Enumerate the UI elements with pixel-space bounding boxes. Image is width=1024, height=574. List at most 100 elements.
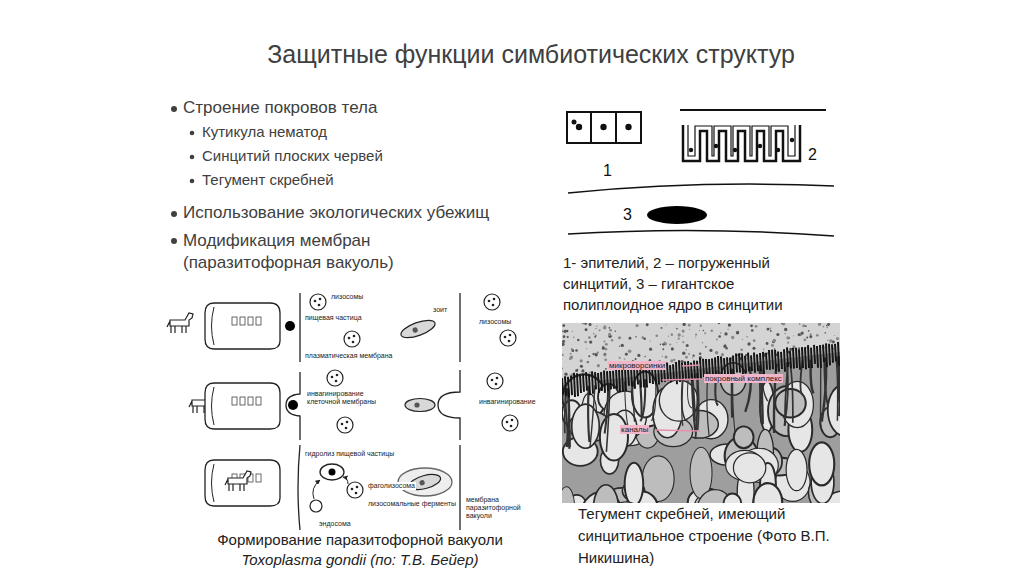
photo-microvillus [700, 358, 701, 379]
part-label: инвагинирование [478, 398, 537, 406]
bullet [190, 179, 195, 184]
tegument-scheme [567, 110, 834, 236]
photo-grain [752, 347, 755, 350]
photo-microvillus [760, 353, 761, 371]
photo-grain [723, 345, 726, 348]
photo-microvillus [583, 374, 584, 392]
lysosome-granule [510, 425, 513, 428]
photo-grain [740, 349, 741, 350]
photo-microvillus [754, 352, 755, 372]
lysosome-granule [336, 374, 339, 377]
syncytium-nucleus [758, 144, 762, 148]
photo-microvillus [592, 371, 593, 393]
photo-grain [785, 333, 786, 334]
photo-grain [582, 323, 585, 324]
box-mark [240, 397, 245, 405]
photo-grain [585, 328, 588, 331]
lysosome [484, 294, 500, 310]
photo-microvillus [676, 362, 677, 384]
photo-cell [600, 414, 628, 461]
lysosome-granule [492, 304, 495, 307]
photo-microvillus [814, 345, 815, 364]
photo-grain [584, 323, 587, 325]
photo-grain [818, 323, 821, 326]
bullet [190, 131, 195, 136]
membrane-line [459, 293, 460, 362]
photo-grain [703, 330, 705, 332]
horse-icon [167, 313, 193, 333]
photo-grain [718, 335, 721, 338]
photo-grain [676, 328, 678, 330]
photo-grain [755, 325, 758, 328]
photo-grain [625, 353, 628, 356]
photo-grain [594, 336, 596, 338]
photo-grain [569, 374, 570, 375]
photo-grain [692, 357, 693, 358]
part-label: фаголизосома [367, 482, 416, 490]
photo-grain [597, 364, 600, 367]
photo-microvillus [751, 355, 752, 371]
photo-grain [742, 339, 743, 340]
photo-grain [665, 356, 668, 359]
photo-grain [673, 359, 675, 361]
lysosome-granule [345, 427, 348, 430]
cell-nucleus [572, 120, 577, 125]
photo-microvillus [667, 363, 668, 381]
photo-cell [625, 463, 644, 503]
photo-label: каналы [620, 425, 649, 434]
photo-grain [724, 332, 727, 335]
photo-microvillus [796, 348, 797, 368]
photo-microvillus [580, 374, 581, 393]
photo-microvillus [562, 378, 563, 394]
photo-microvillus [838, 342, 839, 366]
photo-grain [564, 372, 567, 375]
lysosome-granule [331, 376, 334, 379]
photo-grain [682, 329, 685, 332]
bullet [171, 238, 177, 244]
box-mark [256, 474, 261, 482]
photo-grain [636, 324, 639, 327]
lysosome-granule [348, 337, 351, 340]
endosome [310, 500, 322, 512]
lysosome-granule [495, 383, 498, 386]
photo-microvillus [604, 370, 605, 392]
photo-microvillus [745, 356, 746, 373]
photo-grain [619, 357, 621, 359]
photo-grain [562, 324, 565, 327]
photo-microvillus [628, 369, 629, 386]
part-label: инвагинирование клеточной мембраны [306, 390, 388, 406]
photo-grain [688, 324, 691, 327]
photo-grain [809, 335, 812, 338]
photo-grain [781, 323, 782, 324]
photo-grain [784, 328, 787, 331]
photo-microvillus [727, 357, 728, 374]
photo-grain [570, 353, 572, 355]
part-label: зоит [432, 306, 448, 314]
photo-grain [827, 323, 830, 326]
photo-grain [603, 340, 605, 342]
photo-microvillus [799, 349, 800, 370]
photo-grain [649, 348, 652, 351]
slide-title: Защитные функции симбиотических структур [131, 40, 931, 69]
photo-grain [592, 353, 594, 355]
lysosome-granule [504, 336, 507, 339]
lysosome-granule [346, 421, 349, 424]
photo-grain [824, 332, 826, 334]
leader-line [662, 379, 702, 380]
photo-cell [572, 404, 600, 448]
photo-grain [661, 327, 663, 329]
photo-grain [595, 328, 596, 329]
photo-microvillus [826, 343, 827, 367]
photo-grain [720, 332, 722, 334]
photo-grain [782, 323, 786, 326]
lysosome [487, 373, 503, 389]
photo-grain [682, 341, 684, 343]
photo-grain [593, 333, 595, 335]
photo-grain [806, 337, 808, 339]
photo-cell [562, 487, 575, 503]
zoite [405, 399, 435, 412]
photo-grain [605, 348, 608, 351]
photo-cell [753, 483, 782, 503]
photo-microvillus [775, 350, 776, 372]
photo-grain [644, 356, 646, 358]
